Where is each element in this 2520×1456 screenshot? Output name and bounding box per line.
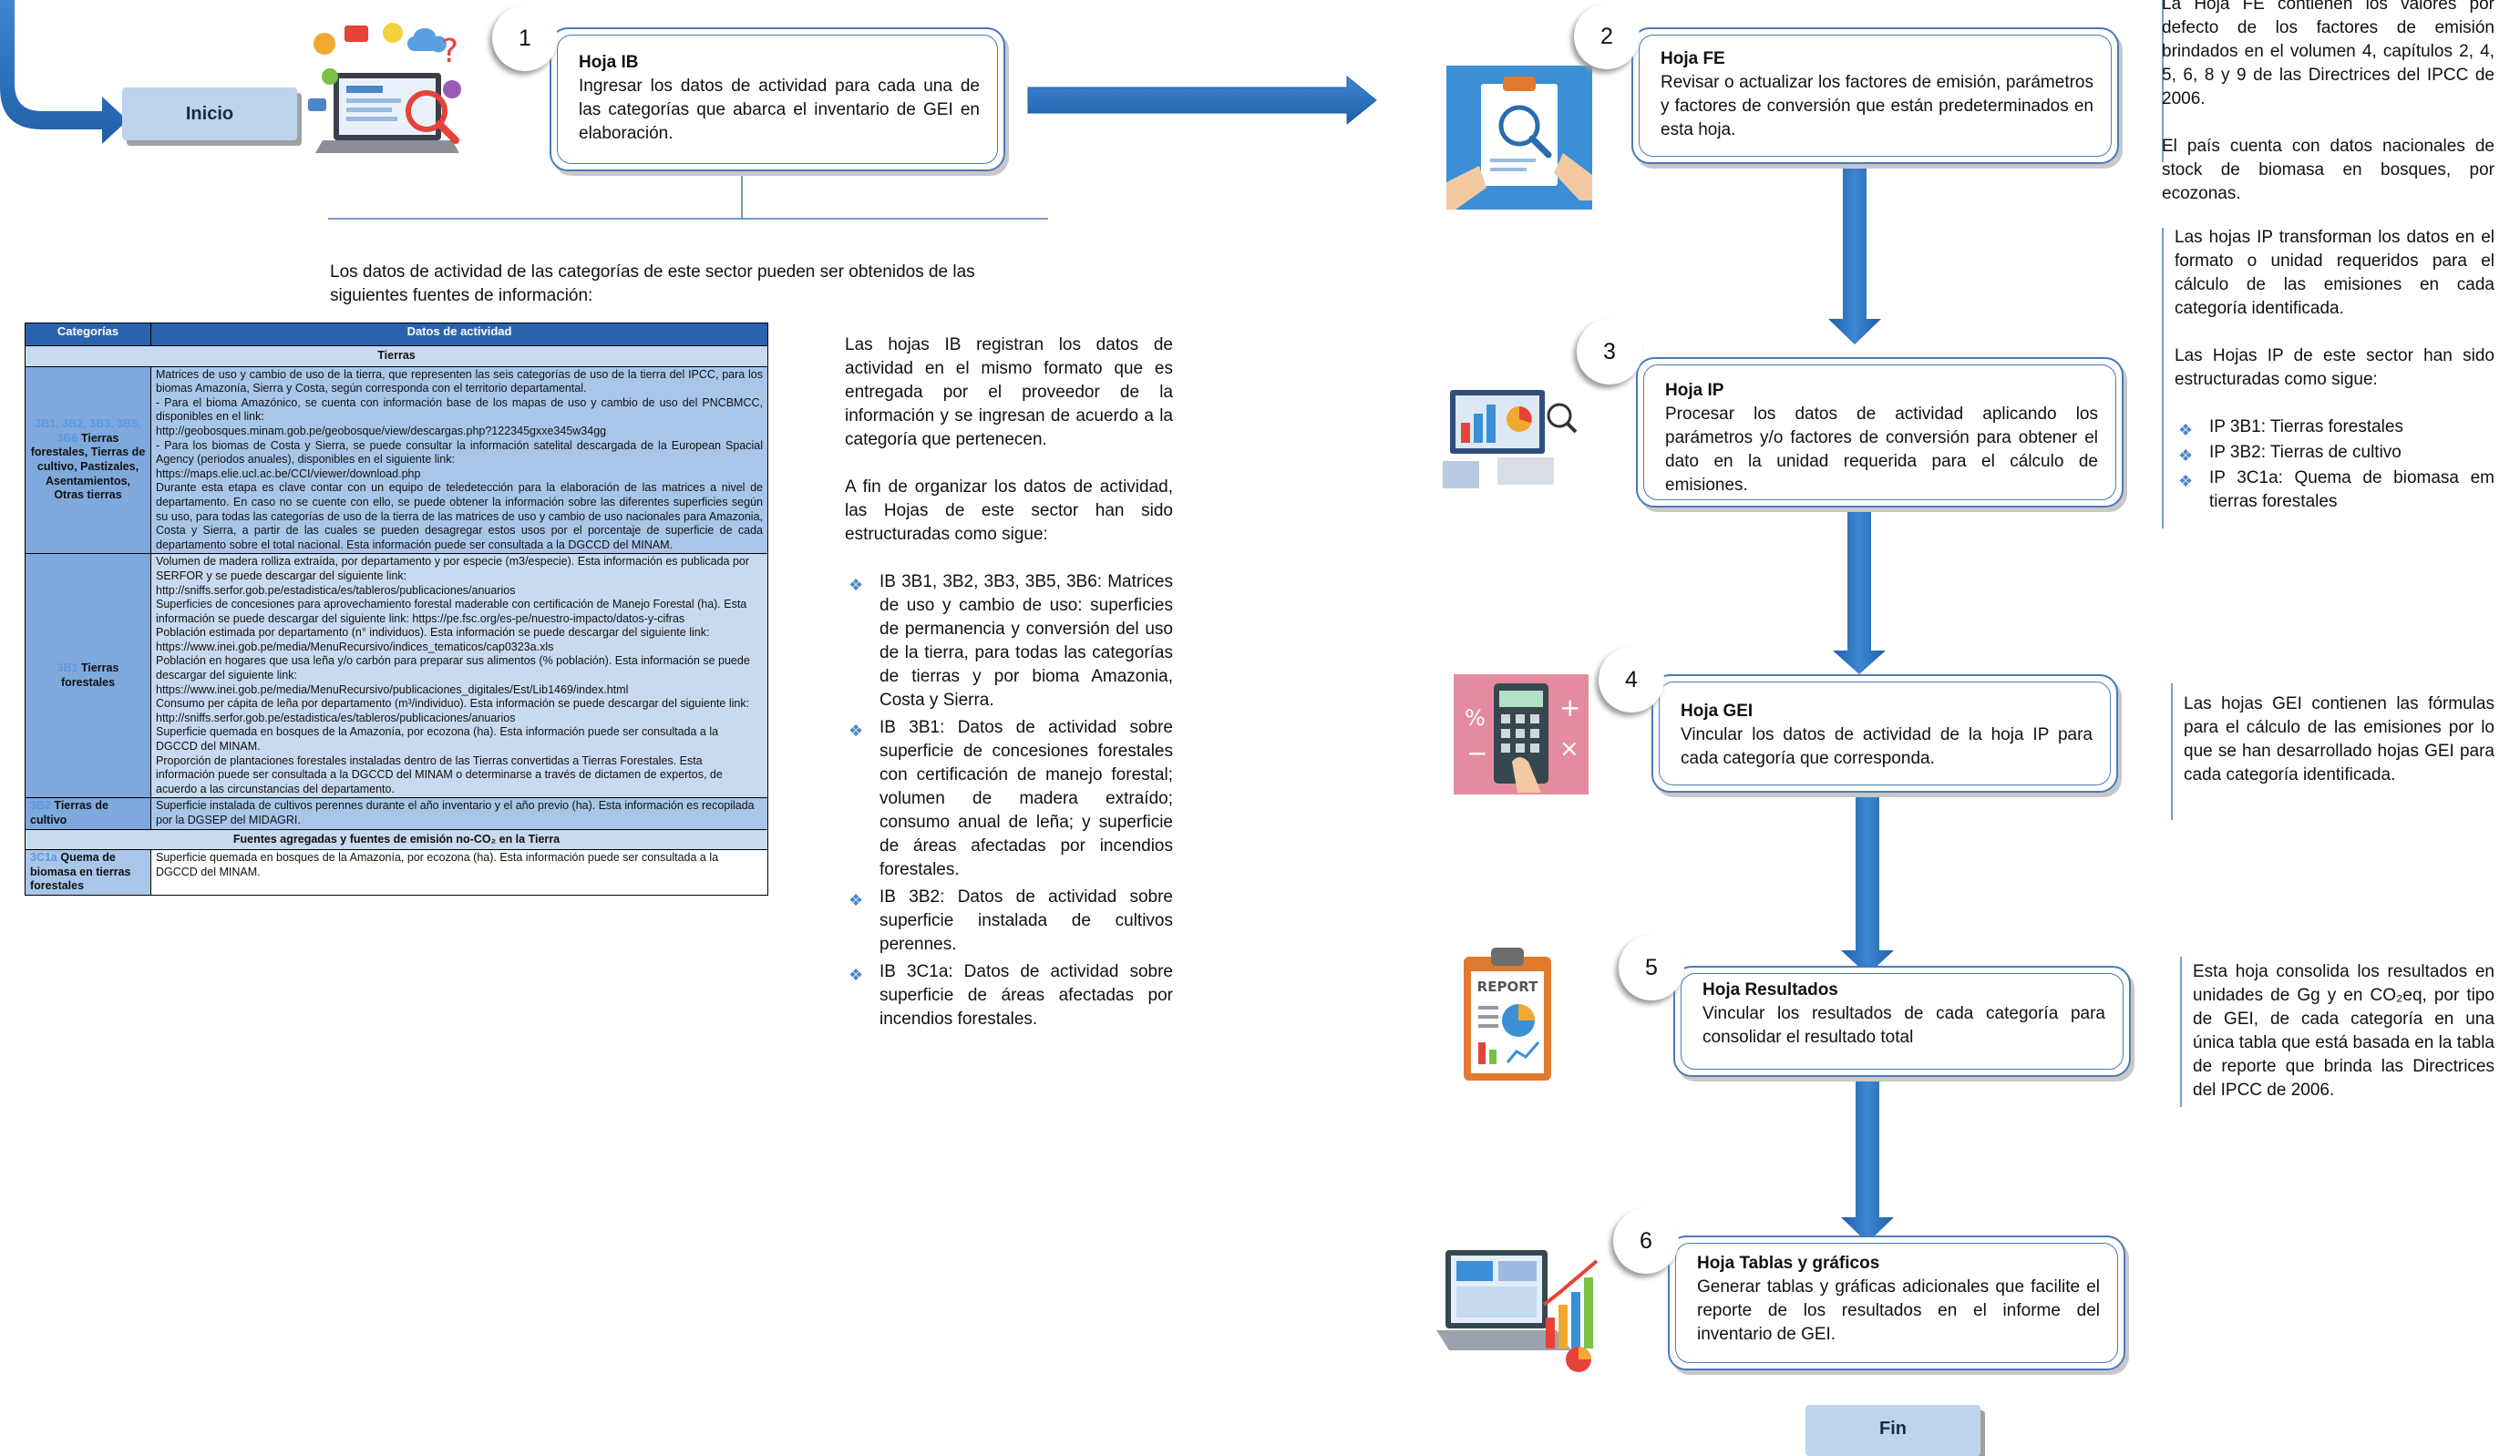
step-2-title: Hoja FE xyxy=(1661,49,1725,68)
ip-bullet-2-text: IP 3B2: Tierras de cultivo xyxy=(2209,443,2402,462)
arrow-1-to-2 xyxy=(1027,75,1377,126)
laptop-charts-icon xyxy=(1436,1250,1599,1372)
step-2-box: Hoja FE Revisar o actualizar los factore… xyxy=(1631,27,2119,164)
svg-text:+: + xyxy=(1559,692,1580,723)
ib-note-p2: A fin de organizar los datos de activida… xyxy=(845,477,1173,544)
step-4-text: Vincular los datos de actividad de la ho… xyxy=(1681,725,2093,768)
ib-bullet-1-text: IB 3B1, 3B2, 3B3, 3B5, 3B6: Matrices de … xyxy=(879,572,1173,710)
diamond-bullet-icon: ❖ xyxy=(849,722,864,740)
report-clipboard-icon: REPORT xyxy=(1464,948,1551,1081)
fe-note-p1: La Hoja FE contienen los valores por def… xyxy=(2162,0,2494,108)
step-1-text: Ingresar los datos de actividad para cad… xyxy=(579,77,980,143)
table-row-1-code: 3B1, 3B2, 3B3, 3B5, 3B6 xyxy=(35,417,141,445)
ip-bullet-3: ❖ IP 3C1a: Quema de biomasa em tierras fo… xyxy=(2175,467,2494,514)
table-row-1-data: Matrices de uso y cambio de uso de la ti… xyxy=(150,365,768,555)
table-row-3-code: 3B2 xyxy=(30,799,51,813)
table-row-2-data: Volumen de madera rolliza extraída, por … xyxy=(150,553,768,799)
table-section-fuentes: Fuentes agregadas y fuentes de emisión n… xyxy=(25,828,768,851)
sources-table: Categorías Datos de actividad Tierras 3B… xyxy=(25,323,768,896)
table-row-1-cat: Tierras forestales, Tierras de cultivo, … xyxy=(30,431,146,502)
report-icon-label: REPORT xyxy=(1477,979,1538,995)
diamond-bullet-icon: ❖ xyxy=(849,891,864,909)
table-row-2-cat: Tierras forestales xyxy=(60,661,119,689)
diamond-bullet-icon: ❖ xyxy=(2178,421,2194,439)
step-5-title: Hoja Resultados xyxy=(1702,980,1838,1000)
step-1-box: Hoja IB Ingresar los datos de actividad … xyxy=(550,27,1005,171)
step-6-text: Generar tablas y gráficas adicionales qu… xyxy=(1697,1277,2100,1344)
table-row-2-code: 3B1 xyxy=(57,661,78,675)
ib-bullet-4-text: IB 3C1a: Datos de actividad sobre superf… xyxy=(879,962,1173,1029)
step-6-number: 6 xyxy=(1613,1208,1679,1274)
ip-bullet-3-text: IP 3C1a: Quema de biomasa em tierras for… xyxy=(2209,468,2494,511)
step-1-number: 1 xyxy=(492,5,558,71)
step-3-text: Procesar los datos de actividad aplicand… xyxy=(1665,405,2098,495)
table-row-2-category: 3B1 Tierras forestales xyxy=(25,553,151,799)
ip-note-p1: Las hojas IP transforman los datos en el… xyxy=(2175,228,2494,318)
table-header-datos: Datos de actividad xyxy=(150,323,768,346)
table-row-4-code: 3C1a xyxy=(30,851,57,865)
gei-note: Las hojas GEI contienen las fórmulas par… xyxy=(2184,694,2494,784)
diamond-bullet-icon: ❖ xyxy=(849,966,864,984)
table-row-3-category: 3B2 Tierras de cultivo xyxy=(25,797,151,830)
step-5-number: 5 xyxy=(1619,935,1684,1000)
computer-icon: ? xyxy=(308,23,461,153)
table-row-1-category: 3B1, 3B2, 3B3, 3B5, 3B6 Tierras forestal… xyxy=(25,365,151,555)
step-3-title: Hoja IP xyxy=(1665,381,1724,400)
diamond-bullet-icon: ❖ xyxy=(849,576,864,594)
ip-bullet-2: ❖ IP 3B2: Tierras de cultivo xyxy=(2175,441,2494,465)
ip-bullet-1: ❖ IP 3B1: Tierras forestales xyxy=(2175,415,2494,439)
ib-bullet-1: ❖ IB 3B1, 3B2, 3B3, 3B5, 3B6: Matrices de… xyxy=(845,570,1173,713)
fe-note-p2: El país cuenta con datos nacionales de s… xyxy=(2162,137,2494,203)
step-3-box: Hoja IP Procesar los datos de actividad … xyxy=(1636,357,2124,508)
start-corner-arrow xyxy=(0,0,128,144)
step-2-number: 2 xyxy=(1574,4,1640,69)
arrow-4-to-5 xyxy=(1841,795,1894,975)
step-5-box: Hoja Resultados Vincular los resultados … xyxy=(1673,966,2131,1077)
arrow-3-to-4 xyxy=(1833,508,1886,674)
step-1-title: Hoja IB xyxy=(579,53,639,72)
table-row-4-category: 3C1a Quema de biomasa en tierras foresta… xyxy=(25,849,151,896)
ib-bullet-4: ❖ IB 3C1a: Datos de actividad sobre super… xyxy=(845,960,1173,1031)
analytics-dashboard-icon xyxy=(1443,390,1578,488)
step-4-number: 4 xyxy=(1599,647,1664,713)
ip-note: Las hojas IP transforman los datos en el… xyxy=(2175,226,2494,516)
sources-intro: Los datos de actividad de las categorías… xyxy=(330,262,975,305)
table-row-4-cat: Quema de biomasa en tierras forestales xyxy=(30,851,131,893)
ip-bullet-1-text: IP 3B1: Tierras forestales xyxy=(2209,417,2403,436)
arrow-2-to-3 xyxy=(1828,162,1881,344)
table-row-4-data: Superficie quemada en bosques de la Amaz… xyxy=(150,849,768,896)
table-section-tierras: Tierras xyxy=(25,345,768,367)
ib-bullet-3: ❖ IB 3B2: Datos de actividad sobre superf… xyxy=(845,886,1173,957)
ib-bullet-2: ❖ IB 3B1: Datos de actividad sobre superf… xyxy=(845,716,1173,882)
fin-button[interactable]: Fin xyxy=(1805,1405,1980,1456)
step-3-number: 3 xyxy=(1577,319,1642,385)
svg-text:−: − xyxy=(1466,738,1487,768)
resultados-note: Esta hoja consolida los resultados en un… xyxy=(2193,962,2494,1100)
svg-text:×: × xyxy=(1559,735,1579,763)
calculator-icon: % + × − xyxy=(1454,674,1589,795)
step-5-text: Vincular los resultados de cada categorí… xyxy=(1702,1004,2105,1047)
inicio-button[interactable]: Inicio xyxy=(122,87,297,140)
ib-note: Las hojas IB registran los datos de acti… xyxy=(845,333,1173,1033)
step-6-box: Hoja Tablas y gráficos Generar tablas y … xyxy=(1668,1236,2125,1370)
ib-bullet-3-text: IB 3B2: Datos de actividad sobre superfi… xyxy=(879,887,1173,954)
ib-bullet-2-text: IB 3B1: Datos de actividad sobre superfi… xyxy=(879,718,1173,879)
document-magnifier-icon xyxy=(1446,66,1592,210)
table-row-3-data: Superficie instalada de cultivos perenne… xyxy=(150,797,768,830)
step-2-text: Revisar o actualizar los factores de emi… xyxy=(1661,73,2093,139)
step-6-title: Hoja Tablas y gráficos xyxy=(1697,1254,1880,1273)
diamond-bullet-icon: ❖ xyxy=(2178,446,2194,465)
diamond-bullet-icon: ❖ xyxy=(2178,472,2194,490)
svg-text:%: % xyxy=(1465,705,1486,731)
step-4-title: Hoja GEI xyxy=(1681,702,1754,721)
fe-note: La Hoja FE contienen los valores por def… xyxy=(2162,0,2494,230)
ip-note-p2: Las Hojas IP de este sector han sido est… xyxy=(2175,346,2494,389)
table-row-3-cat: Tierras de cultivo xyxy=(30,799,108,826)
table-header-categorias: Categorías xyxy=(25,323,151,346)
step-4-box: Hoja GEI Vincular los datos de actividad… xyxy=(1651,674,2118,793)
arrow-5-to-6 xyxy=(1841,1077,1894,1243)
svg-text:?: ? xyxy=(441,33,458,70)
ib-note-p1: Las hojas IB registran los datos de acti… xyxy=(845,335,1173,449)
